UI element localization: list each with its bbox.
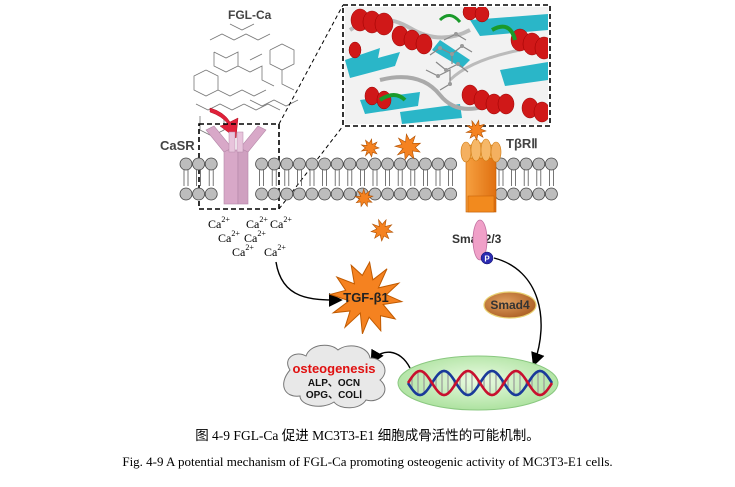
markers-line-1: ALP、OCN [308,378,360,389]
zoom-line-1 [278,4,344,125]
calcium-ion: Ca2+ [218,229,240,245]
osteogenesis-title: osteogenesis [292,361,375,376]
ca-to-tgf-arrow [275,261,343,307]
lipid-bilayer [179,157,558,201]
tgf-ligands [353,119,487,242]
tgf-b1-label: TGF-β1 [343,290,389,305]
fgl-ca-molecule [193,23,299,137]
markers-line-2: OPG、COLⅠ [306,390,362,401]
smad4-label: Smad4 [490,298,530,312]
tgf-ligand-star [370,218,394,242]
tgf-ligand-star [465,119,487,141]
phospho-badge [480,251,494,265]
tgf-ligand-star [393,133,422,161]
tbr-receptor [460,138,502,213]
calcium-ion: Ca2+ [232,243,254,259]
fgl-ca-label: FGL-Ca [228,8,272,22]
dna-helix [406,369,554,397]
tgf-ligand-star [360,138,380,158]
smad-to-nucleus-arrow [493,257,545,367]
tgf-ligand-star [353,187,374,208]
calcium-ion: Ca2+ [270,215,292,231]
calcium-ions: Ca2+Ca2+Ca2+Ca2+Ca2+Ca2+Ca2+ [208,215,292,259]
tbr-label: TβRⅡ [506,136,538,151]
smad23-node [472,219,488,261]
calcium-ion: Ca2+ [264,243,286,259]
casr-label: CaSR [160,138,195,153]
caption-chinese: 图 4-9 FGL-Ca 促进 MC3T3-E1 细胞成骨活性的可能机制。 [195,428,540,443]
protein-structure-inset [342,4,551,127]
binding-arrow [209,107,239,139]
osteogenesis-cloud: osteogenesis ALP、OCN OPG、COLⅠ [283,344,386,409]
caption-english: Fig. 4-9 A potential mechanism of FGL-Ca… [122,454,613,469]
smad4-node [483,291,537,319]
tgf-b1-node: TGF-β1 [328,260,404,334]
mechanism-diagram: FGL-Ca [160,4,559,411]
phospho-label: P [484,255,490,264]
calcium-ion: Ca2+ [208,215,230,231]
casr-receptor [205,125,267,205]
